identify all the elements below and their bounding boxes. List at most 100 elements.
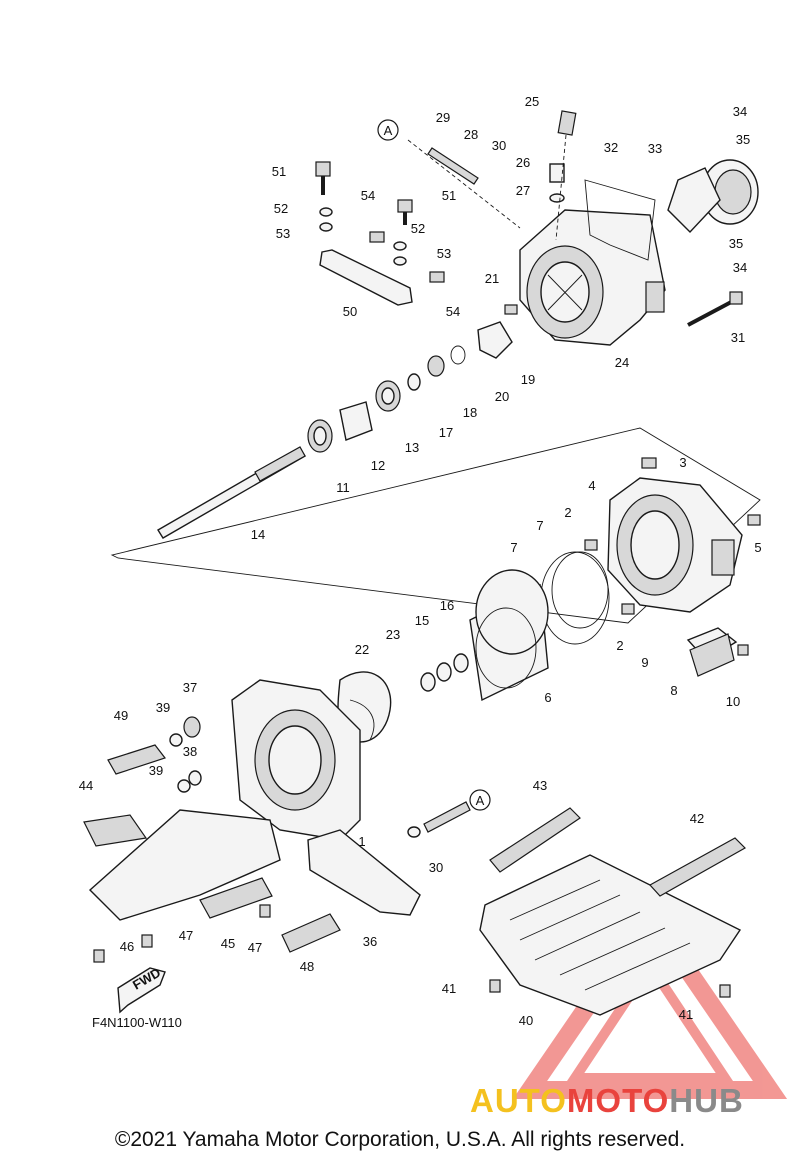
callout-46: 46 [120,939,134,954]
drawing-code: F4N1100-W110 [92,1015,182,1030]
callout-10: 10 [726,694,740,709]
callout-49: 49 [114,708,128,723]
copyright-notice: ©2021 Yamaha Motor Corporation, U.S.A. A… [114,1128,686,1151]
callout-34: 34 [733,104,747,119]
callout-2: 2 [616,638,623,653]
part-cover-plate-8-9 [686,627,749,677]
watermark-part1: AUTO [470,1082,567,1119]
callout-labels: 1223456778910111213141516171819202122232… [79,94,762,1028]
part-ride-plate-44-49 [83,744,341,963]
callout-5: 5 [754,540,761,555]
callout-44: 44 [79,778,93,793]
callout-39: 39 [149,763,163,778]
callout-39: 39 [156,700,170,715]
callout-2: 2 [564,505,571,520]
part-gasket-32 [584,179,656,261]
part-nozzle-duct-33 [667,159,759,234]
callout-34: 34 [733,260,747,275]
callout-14: 14 [251,527,265,542]
callout-1: 1 [358,834,365,849]
callout-29: 29 [436,110,450,125]
callout-52: 52 [411,221,425,236]
part-washers-15-16-23 [420,653,469,692]
callout-26: 26 [516,155,530,170]
callout-30: 30 [492,138,506,153]
callout-7: 7 [510,540,517,555]
callout-45: 45 [221,936,235,951]
callout-54: 54 [361,188,375,203]
callout-4: 4 [588,478,595,493]
callout-51: 51 [272,164,286,179]
callout-52: 52 [274,201,288,216]
callout-11: 11 [336,480,350,495]
callout-54: 54 [446,304,460,319]
part-intake-grate-40 [479,854,742,1016]
callout-22: 22 [355,642,369,657]
callout-12: 12 [371,458,385,473]
ref-marker-A-top: A [377,119,399,141]
part-dowel-2a [584,539,598,551]
part-liner-rings-6-7 [469,551,610,702]
watermark-text: AUTOMOTOHUB [470,1082,744,1120]
callout-30: 30 [429,860,443,875]
callout-51: 51 [442,188,456,203]
callout-47: 47 [179,928,193,943]
part-bar-42 [649,837,746,897]
callout-19: 19 [521,372,535,387]
callout-23: 23 [386,627,400,642]
callout-28: 28 [464,127,478,142]
callout-47: 47 [248,940,262,955]
callout-15: 15 [415,613,429,628]
callout-18: 18 [463,405,477,420]
part-bearing-group [307,304,518,453]
ref-marker-A-bottom: A [469,789,491,811]
callout-8: 8 [670,683,677,698]
watermark-part2: MOTO [566,1082,670,1119]
callout-38: 38 [183,744,197,759]
part-bolt-31 [687,291,743,327]
part-bracket-50 [319,249,413,306]
callout-36: 36 [363,934,377,949]
part-jet-pump-housing-24 [519,209,666,346]
watermark-part3: HUB [669,1082,744,1119]
callout-3: 3 [679,455,686,470]
callout-9: 9 [641,655,648,670]
ref-marker-text: A [476,793,485,808]
ref-marker-text: A [384,123,393,138]
callout-7: 7 [536,518,543,533]
callout-48: 48 [300,959,314,974]
callout-50: 50 [343,304,357,319]
fwd-arrow-icon: FWD [117,965,166,1014]
part-bar-43 [489,807,581,873]
callout-17: 17 [439,425,453,440]
callout-53: 53 [276,226,290,241]
part-drive-shaft-14 [157,446,306,539]
part-shaft-28-29 [407,139,521,229]
callout-21: 21 [485,271,499,286]
callout-25: 25 [525,94,539,109]
callout-42: 42 [690,811,704,826]
part-bolts-51-54 [315,161,445,283]
callout-31: 31 [731,330,745,345]
callout-16: 16 [440,598,454,613]
callout-53: 53 [437,246,451,261]
callout-35: 35 [729,236,743,251]
callout-41: 41 [442,981,456,996]
callout-40: 40 [519,1013,533,1028]
callout-32: 32 [604,140,618,155]
callout-37: 37 [183,680,197,695]
part-shaft-A-lower [407,801,471,838]
callout-6: 6 [544,690,551,705]
callout-20: 20 [495,389,509,404]
callout-35: 35 [736,132,750,147]
callout-27: 27 [516,183,530,198]
part-dowel-2b [621,603,635,615]
part-fitting-25-26 [549,110,577,241]
callout-41: 41 [679,1007,693,1022]
callout-43: 43 [533,778,547,793]
part-pump-base-1 [231,679,361,841]
part-impeller-housing-4 [607,457,761,613]
callout-33: 33 [648,141,662,156]
callout-13: 13 [405,440,419,455]
